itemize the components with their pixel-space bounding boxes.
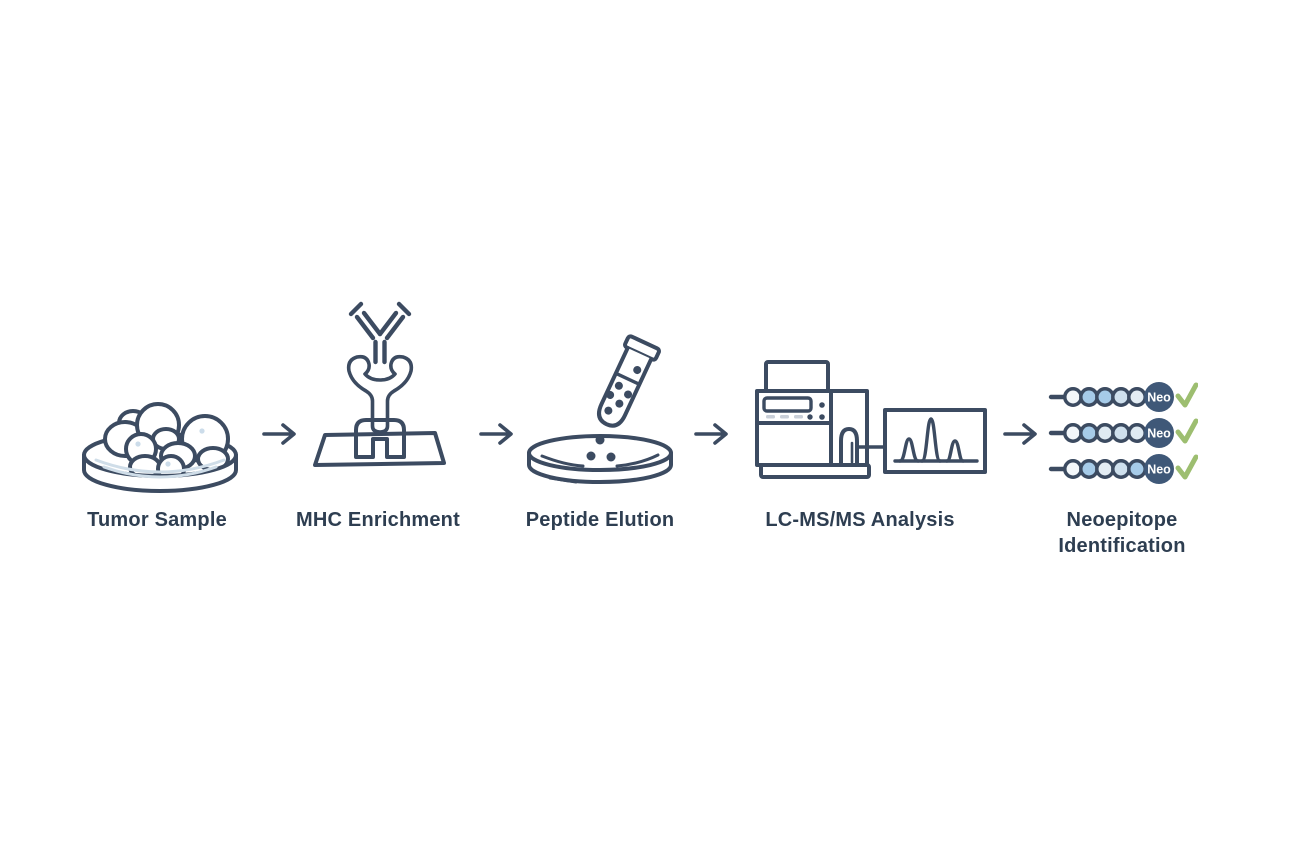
peptide-bead [1111, 459, 1131, 479]
peptide-chain-row: Neo [1048, 454, 1198, 484]
peptide-bead [1063, 387, 1083, 407]
peptide-bead [1095, 459, 1115, 479]
peptide-elution-icon [527, 334, 673, 484]
peptide-dots-in-tube [604, 366, 642, 415]
step-label-mhc-enrichment: MHC Enrichment [296, 509, 460, 531]
peptide-bead [1127, 459, 1147, 479]
column-window [839, 427, 859, 467]
falling-peptide-dots [586, 435, 616, 462]
test-tube [597, 334, 661, 428]
peptide-bead [1079, 459, 1099, 479]
peptide-bead [1063, 423, 1083, 443]
neo-tag-circle [1144, 382, 1174, 412]
neo-tag-circle [1144, 418, 1174, 448]
peptide-beads [1063, 459, 1147, 479]
arrow-right-icon [479, 423, 513, 445]
cell-nucleus-dot [135, 441, 141, 447]
checkmark-icon [1175, 454, 1198, 480]
checkmark-icon [1175, 382, 1198, 408]
peptide-chain-row: Neo [1048, 382, 1198, 412]
panel-dashes [766, 415, 803, 419]
mhc-enrichment-icon [313, 301, 446, 467]
peptide-bead [1127, 387, 1147, 407]
arrow-right-icon [1003, 423, 1037, 445]
chromatogram-peaks [893, 417, 979, 463]
antibody-icon [348, 301, 412, 365]
neo-tag-label: Neo [1147, 391, 1171, 405]
neo-tag-label: Neo [1147, 427, 1171, 441]
display-screen [762, 396, 813, 413]
step-label-tumor-sample: Tumor Sample [87, 509, 227, 531]
arrow-right-icon [262, 423, 296, 445]
petri-dish-tumor-cells-icon [82, 402, 238, 493]
peptide-bead [1063, 459, 1083, 479]
peptide-bead [1095, 423, 1115, 443]
peptide-beads [1063, 387, 1147, 407]
step-label-neoepitope-identification: Neoepitope Identification [1058, 509, 1186, 558]
assay-plate [313, 431, 446, 467]
peptide-beads [1063, 423, 1147, 443]
step-label-lcms-analysis: LC-MS/MS Analysis [765, 509, 955, 531]
panel-buttons [807, 402, 825, 420]
peptide-bead [1079, 387, 1099, 407]
peptide-bead [1111, 387, 1131, 407]
neoepitope-results: Neo Neo [1048, 379, 1198, 487]
mhc-molecule-base [354, 418, 406, 459]
peptide-bead [1127, 423, 1147, 443]
checkmark-icon [1175, 418, 1198, 444]
peptide-bead [1079, 423, 1099, 443]
cell-nucleus-dot [199, 428, 205, 434]
neo-tag-label: Neo [1147, 463, 1171, 477]
cell-nucleus-dot [165, 461, 171, 467]
peptide-bead [1111, 423, 1131, 443]
instrument-lid [764, 360, 830, 393]
lc-ms-instrument-icon [755, 360, 987, 479]
arrow-right-icon [694, 423, 728, 445]
tumor-cell-cluster [103, 402, 230, 484]
neo-tag-circle [1144, 454, 1174, 484]
step-label-peptide-elution: Peptide Elution [525, 509, 675, 531]
peptide-bead [1095, 387, 1115, 407]
mhc-receptor-cup [346, 354, 414, 434]
instrument-base [759, 463, 871, 479]
peptide-chain-row: Neo [1048, 418, 1198, 448]
